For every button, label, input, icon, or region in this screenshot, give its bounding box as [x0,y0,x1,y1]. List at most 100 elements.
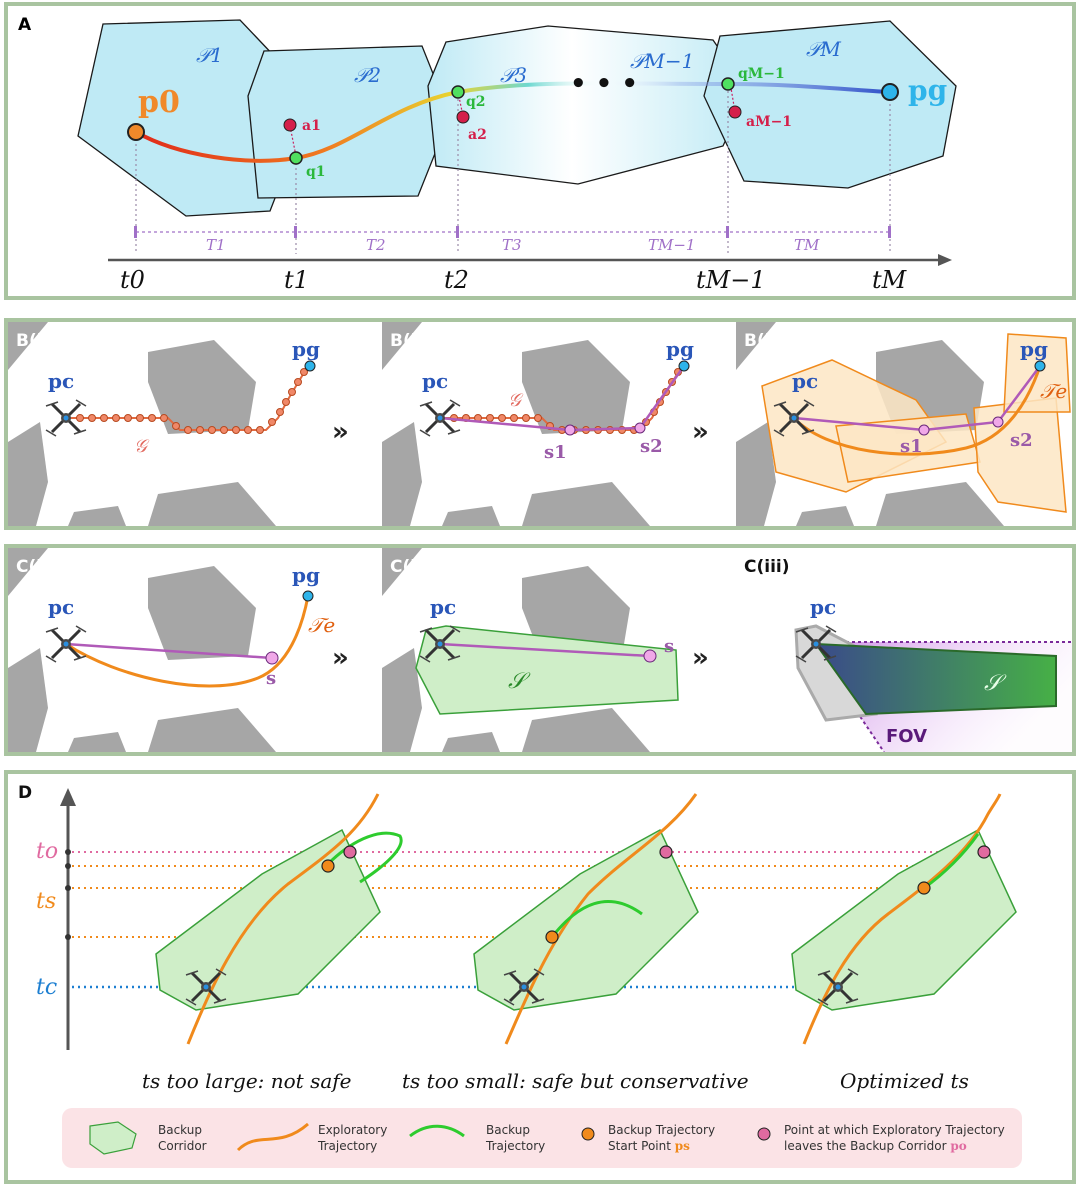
duration-ticks [134,226,891,238]
label-pc-b-ii: pc [422,369,448,393]
panel-d-diagram: D to ts tc [18,783,1022,1168]
legend-start-point-icon [581,1127,595,1141]
ellipsis: • • • [570,69,638,99]
label-pg-c-i: pg [292,563,320,587]
polytope-label-1: 𝒫1 [196,43,223,67]
legend: Backup Corridor Exploratory Trajectory B… [62,1108,1022,1168]
legend-leave-point-2: leaves the Backup Corridor po [784,1139,967,1153]
panel-b-i: B(i) pc pg 𝒢 [8,322,320,526]
label-pc-b-i: pc [48,369,74,393]
polytope-label-2: 𝒫2 [354,63,381,87]
polytope-label-m1: 𝒫M−1 [630,49,694,73]
panel-a: A 𝒫1 𝒫2 𝒫3 𝒫M−1 𝒫M p0 pg q1 q2 qM−1 a1 a… [4,2,1076,300]
label-am1: aM−1 [746,114,792,130]
panel-c-diagram: C(i) pc pg 𝒯e s » C(ii) pc s 𝒮 » C(iii) … [8,548,1072,752]
axis-label-ts: ts [36,889,56,914]
panel-b-iii: B(iii) pc pg 𝒯e s1 s2 [736,322,1071,526]
duration-tm: TM [794,236,820,254]
start-point-p0 [127,123,145,141]
axis-label-to: to [36,839,58,864]
time-tm1: tM−1 [696,266,766,294]
legend-leave-point-icon [757,1127,771,1141]
label-fov: FOV [886,726,927,747]
legend-leave-point-1: Point at which Exploratory Trajectory [784,1123,1005,1137]
panel-c-i-label: C(i) [16,557,50,577]
polytope-3-to-m1 [427,25,749,185]
label-pc-c-i: pc [48,595,74,619]
label-s1-b-iii: s1 [900,436,923,457]
label-pc-b-iii: pc [792,369,818,393]
time-lines-d [72,851,984,989]
legend-backup-traj-1: Backup [486,1123,530,1137]
label-s2-b-iii: s2 [1010,430,1033,451]
point-qm1 [721,77,735,91]
time-t2: t2 [444,266,469,294]
panel-c-i: C(i) pc pg 𝒯e s [8,548,335,752]
legend-exploratory-icon [236,1122,309,1152]
label-pc-c-iii: pc [810,595,836,619]
arrow-b-1: » [332,417,349,447]
label-pc-c-ii: pc [430,595,456,619]
label-a2: a2 [468,127,487,143]
exploratory-traj-b [792,365,1042,456]
legend-exploratory-2: Trajectory [317,1139,377,1153]
corridor-b-3 [973,397,1067,513]
label-p0: p0 [138,85,180,120]
panel-b-diagram: B(i) pc pg 𝒢 » B(ii) [8,322,1071,526]
label-pg-b-iii: pg [1020,337,1048,361]
point-a2 [456,110,470,124]
arrow-b-2: » [692,417,709,447]
time-t1: t1 [284,266,309,294]
legend-backup-corridor-1: Backup [158,1123,202,1137]
corridor-s-c-ii [415,625,679,715]
legend-corridor-icon [89,1121,137,1155]
label-pg-b-ii: pg [666,337,694,361]
label-a1: a1 [302,118,321,134]
goal-point-pg [881,83,899,101]
legend-start-point-1: Backup Trajectory [608,1123,715,1137]
polytope-label-3: 𝒫3 [500,63,527,87]
label-pg: pg [908,74,947,107]
caption-too-small: ts too small: safe but conservative [402,1069,749,1093]
label-s2-b-ii: s2 [640,436,663,457]
label-g-b-ii: 𝒢 [508,390,524,411]
legend-backup-corridor-2: Corridor [158,1139,207,1153]
panel-c-ii: C(ii) pc s 𝒮 [382,548,679,752]
panel-b-ii: B(ii) pc pg 𝒢 s1 s2 [382,322,694,526]
graph-nodes-b-i [76,368,308,434]
corridor-s-c-iii [813,642,1057,716]
polytope-2 [247,45,451,199]
label-te-c-i: 𝒯e [308,613,335,637]
panel-b-iii-label: B(iii) [744,331,790,351]
label-s1-b-ii: s1 [544,442,567,463]
label-g-b-i: 𝒢 [134,436,150,457]
duration-t3: T3 [502,236,522,254]
panel-c-ii-label: C(ii) [390,557,430,577]
caption-too-large: ts too large: not safe [142,1069,352,1093]
axis-label-tc: tc [36,975,57,1000]
arrow-c-2: » [692,643,709,673]
label-q2: q2 [466,94,486,110]
panel-b-ii-label: B(ii) [390,331,430,351]
panel-b-i-label: B(i) [16,331,50,351]
duration-t2: T2 [366,236,386,254]
time-t0: t0 [120,266,145,294]
label-te-b-iii: 𝒯e [1040,379,1067,403]
duration-t1: T1 [206,236,226,254]
caption-optimized: Optimized ts [840,1069,969,1093]
point-q2 [451,85,465,99]
panel-a-label: A [18,15,32,35]
legend-backup-traj-icon [409,1124,465,1138]
duration-tm1: TM−1 [648,236,695,254]
polytope-label-m: 𝒫M [806,37,841,61]
label-qm1: qM−1 [738,66,785,82]
point-q1 [289,151,303,165]
label-s-c-ii: s [664,636,674,657]
point-a1 [283,118,297,132]
legend-backup-traj-2: Trajectory [485,1139,545,1153]
panel-d-label: D [18,783,32,803]
label-pg-b-i: pg [292,337,320,361]
panel-a-diagram: A 𝒫1 𝒫2 𝒫3 𝒫M−1 𝒫M p0 pg q1 q2 qM−1 a1 a… [18,15,957,294]
legend-exploratory-1: Exploratory [318,1123,387,1137]
goal-b-i [304,360,316,372]
